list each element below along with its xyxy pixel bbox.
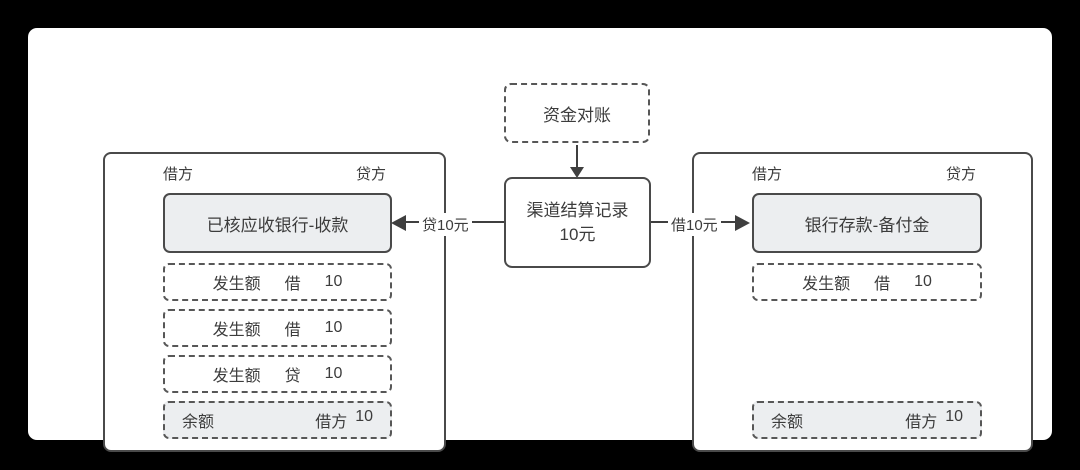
entry-amount: 10	[914, 273, 932, 290]
entry-name: 发生额	[212, 322, 261, 339]
left-entry-row: 发生额 借 10	[163, 309, 392, 347]
balance-name: 余额	[182, 414, 215, 431]
balance-side: 借方	[315, 414, 348, 431]
left-account-label: 已核应收银行-收款	[206, 215, 349, 235]
right-debit-header: 借方	[752, 165, 783, 183]
arrow-down-icon	[570, 167, 584, 178]
settlement-node: 渠道结算记录 10元	[504, 177, 651, 268]
left-panel-column-headers: 借方 贷方	[163, 163, 392, 183]
entry-name: 发生额	[212, 276, 261, 293]
left-account-panel: 借方 贷方 已核应收银行-收款 发生额 借 10 发生额 借 10 发生额 贷 …	[103, 152, 446, 452]
entry-side: 借	[284, 322, 301, 339]
entry-amount: 10	[324, 273, 343, 290]
balance-amount: 10	[355, 408, 373, 425]
settlement-node-line1: 渠道结算记录	[526, 200, 629, 220]
entry-side: 贷	[284, 368, 301, 385]
entry-name: 发生额	[802, 276, 851, 293]
right-account-panel: 借方 贷方 银行存款-备付金 发生额 借 10 余额 借方 10	[692, 152, 1033, 452]
entry-amount: 10	[324, 319, 343, 336]
right-entry-row: 发生额 借 10	[752, 263, 982, 301]
left-entry-row: 发生额 贷 10	[163, 355, 392, 393]
balance-value: 借方 10	[315, 408, 373, 432]
right-balance-row: 余额 借方 10	[752, 401, 982, 439]
entry-amount: 10	[324, 365, 343, 382]
balance-name: 余额	[771, 414, 804, 431]
entry-side: 借	[874, 276, 891, 293]
arrow-left-icon	[391, 215, 406, 231]
recon-connector-line	[576, 145, 578, 169]
left-balance-row: 余额 借方 10	[163, 401, 392, 439]
left-debit-header: 借方	[163, 165, 194, 183]
settlement-node-line2: 10元	[559, 224, 596, 244]
right-credit-header: 贷方	[945, 165, 976, 183]
balance-side: 借方	[905, 414, 938, 431]
left-credit-header: 贷方	[355, 165, 386, 183]
entry-side: 借	[284, 276, 301, 293]
right-panel-column-headers: 借方 贷方	[752, 163, 982, 183]
left-account-node: 已核应收银行-收款	[163, 193, 392, 253]
arrow-right-icon	[735, 215, 750, 231]
left-entry-row: 发生额 借 10	[163, 263, 392, 301]
recon-node-label: 资金对账	[543, 105, 611, 125]
recon-node: 资金对账	[504, 83, 650, 143]
flow-label-debit: 借10元	[668, 213, 721, 236]
right-account-label: 银行存款-备付金	[804, 215, 930, 235]
flow-label-credit: 贷10元	[419, 213, 472, 236]
right-account-node: 银行存款-备付金	[752, 193, 982, 253]
diagram-canvas: 资金对账 渠道结算记录 10元 贷10元 借10元 借方 贷方 已核应收银行-收…	[28, 28, 1052, 452]
balance-value: 借方 10	[905, 408, 963, 432]
entry-name: 发生额	[212, 368, 261, 385]
balance-amount: 10	[945, 408, 963, 425]
